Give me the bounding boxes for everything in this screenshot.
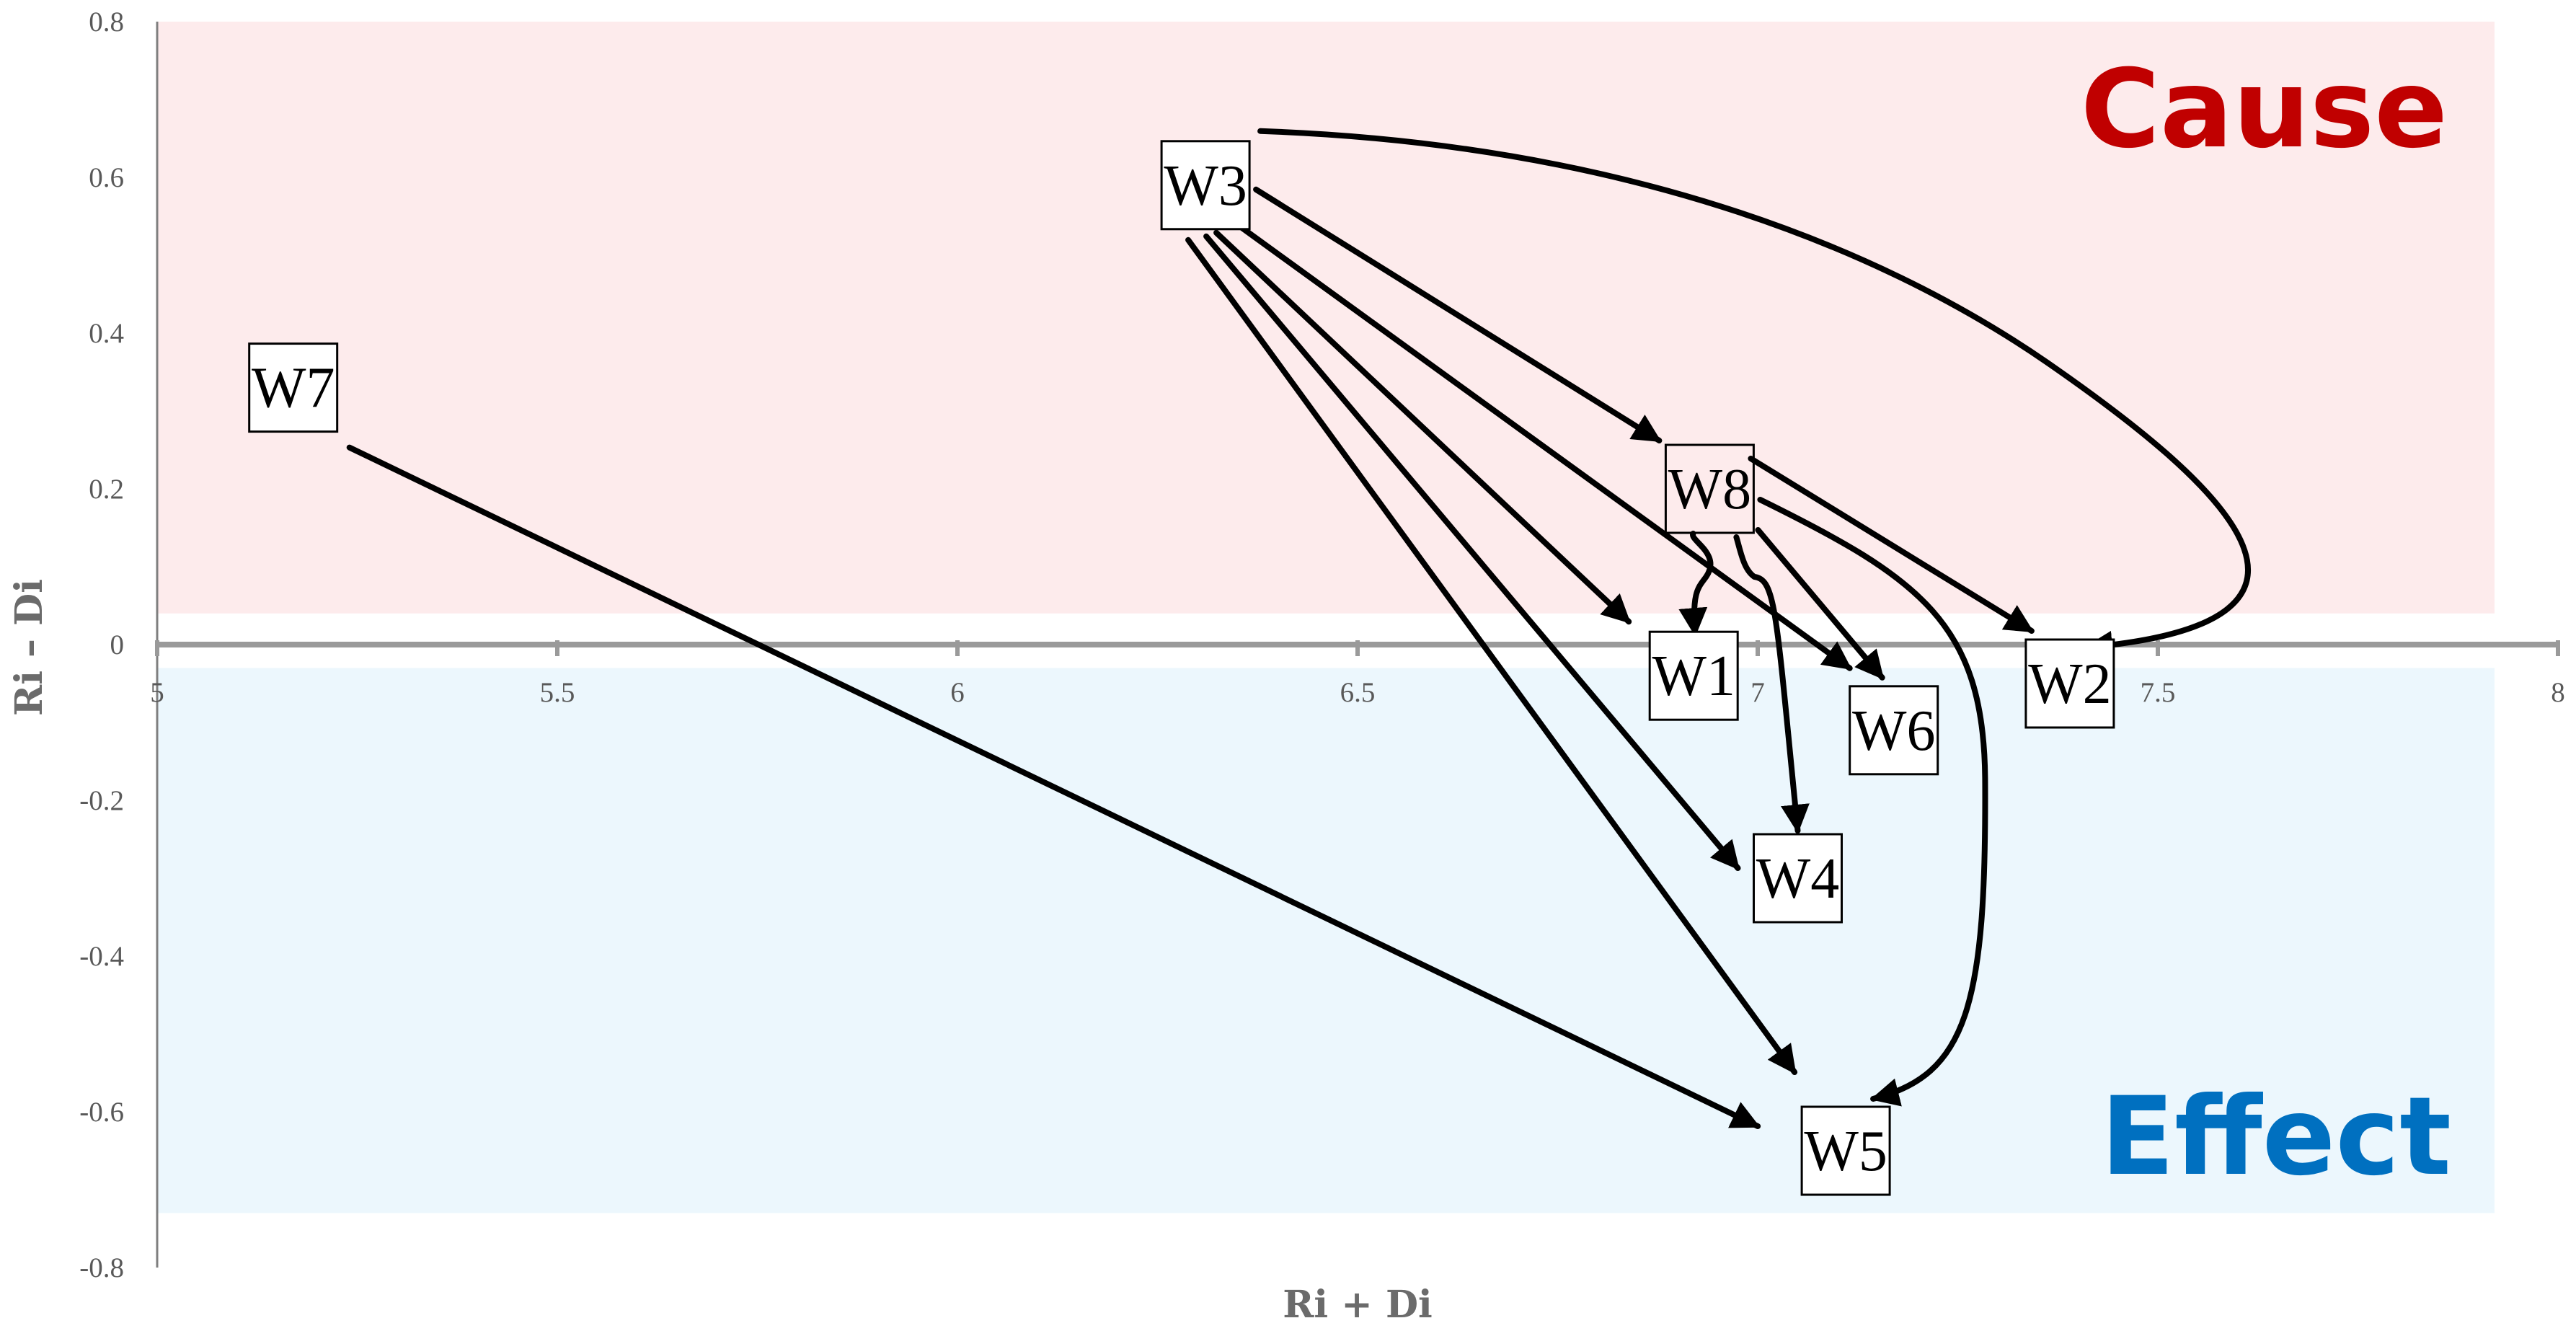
arrow-w8-to-w6 [1755, 527, 1885, 681]
x-axis-ticks: 5 5.5 6 6.5 7 7.5 8 [150, 640, 2565, 708]
y-tick-label: -0.6 [79, 1097, 124, 1128]
y-tick-label: 0 [110, 629, 125, 660]
node-label: W6 [1852, 699, 1936, 763]
node-w2: W2 [2024, 638, 2115, 729]
node-w1: W1 [1648, 630, 1739, 721]
y-tick-label: 0.8 [89, 6, 124, 37]
arrow-w8-to-w1 [1678, 531, 1714, 637]
y-tick-label: -0.4 [79, 941, 124, 972]
node-w4: W4 [1753, 833, 1843, 924]
arrow-w3-to-w4 [1203, 233, 1741, 871]
arrow-w8-to-w4 [1733, 534, 1810, 833]
effect-region [157, 668, 2495, 1213]
arrow-w7-to-w5 [346, 444, 1761, 1129]
x-tick-label: 5 [150, 677, 164, 708]
y-tick-label: -0.2 [79, 785, 124, 816]
node-box [248, 342, 339, 433]
node-w7: W7 [248, 342, 339, 433]
x-tick-label: 8 [2551, 677, 2565, 708]
x-tick-label: 6 [950, 677, 965, 708]
node-label: W5 [1804, 1120, 1887, 1183]
node-label: W2 [2028, 653, 2112, 716]
arrow-w3-to-w2 [1257, 128, 2251, 660]
node-label: W3 [1164, 154, 1247, 218]
y-tick-label: 0.6 [89, 162, 124, 193]
node-box [1849, 685, 1939, 776]
node-box [1648, 630, 1739, 721]
y-tick-label: -0.8 [79, 1252, 124, 1283]
node-w3: W3 [1160, 140, 1251, 231]
node-box [1800, 1105, 1891, 1196]
y-axis-title: Ri – Di [7, 579, 51, 716]
node-box [1753, 833, 1843, 924]
x-tick-label: 7 [1750, 677, 1765, 708]
node-label: W1 [1652, 645, 1735, 708]
x-tick-label: 7.5 [2141, 677, 2176, 708]
x-tick-label: 6.5 [1340, 677, 1376, 708]
y-tick-label: 0.2 [89, 474, 124, 505]
node-w6: W6 [1849, 685, 1939, 776]
node-box [1160, 140, 1251, 231]
node-box [1664, 443, 1755, 534]
arrow-w3-to-w1 [1213, 229, 1632, 625]
cause-region [157, 22, 2495, 614]
arrow-w8-to-w5 [1757, 497, 1988, 1107]
relation-arrows [346, 128, 2251, 1129]
y-axis-ticks: 0.8 0.6 0.4 0.2 0 -0.2 -0.4 -0.6 -0.8 [79, 6, 124, 1283]
node-label: W7 [252, 357, 335, 420]
arrow-w8-to-w2 [1748, 456, 2035, 634]
y-tick-label: 0.4 [89, 318, 124, 349]
arrow-w3-to-w6 [1236, 222, 1853, 671]
node-w8: W8 [1664, 443, 1755, 534]
node-label: W4 [1756, 847, 1840, 911]
effect-label: Effect [2101, 1074, 2451, 1200]
node-box [2024, 638, 2115, 729]
arrow-w3-to-w8 [1253, 186, 1663, 443]
arrow-w3-to-w5 [1185, 236, 1798, 1075]
cause-label: Cause [2081, 47, 2448, 172]
node-label: W8 [1668, 458, 1752, 521]
x-tick-label: 5.5 [540, 677, 575, 708]
node-w5: W5 [1800, 1105, 1891, 1196]
x-axis-title: Ri + Di [1283, 1283, 1433, 1327]
